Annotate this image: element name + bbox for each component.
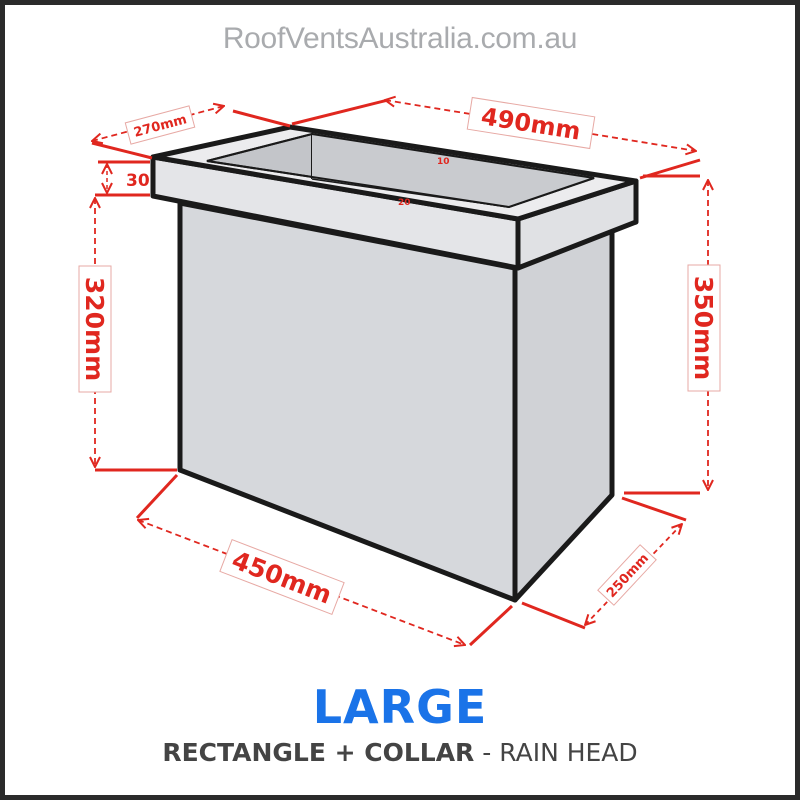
label-270mm: 270mm xyxy=(124,105,196,145)
label-320mm: 320mm xyxy=(78,265,112,393)
product-name-bold: RECTANGLE + COLLAR xyxy=(162,738,475,767)
svg-text:350mm: 350mm xyxy=(689,276,718,380)
label-450mm: 450mm xyxy=(219,538,345,616)
collar: 10 20 xyxy=(150,124,639,271)
label-30: 30 xyxy=(126,171,150,191)
product-subtitle: RECTANGLE + COLLAR - RAIN HEAD xyxy=(0,738,800,767)
size-title: LARGE xyxy=(312,680,488,734)
lip-back-label: 10 xyxy=(437,157,450,167)
product-separator: - xyxy=(474,738,500,767)
svg-text:450mm: 450mm xyxy=(228,545,336,609)
svg-text:30: 30 xyxy=(126,171,150,191)
body-front-face xyxy=(177,200,518,603)
label-250mm: 250mm xyxy=(597,544,657,606)
product-type: RAIN HEAD xyxy=(499,738,638,767)
svg-text:320mm: 320mm xyxy=(80,277,109,381)
site-watermark: RoofVentsAustralia.com.au xyxy=(222,22,578,55)
body-box xyxy=(177,200,615,603)
label-490mm: 490mm xyxy=(466,96,596,150)
lip-front-label: 20 xyxy=(398,198,411,208)
body-right-face xyxy=(512,224,615,603)
label-350mm: 350mm xyxy=(687,264,721,392)
